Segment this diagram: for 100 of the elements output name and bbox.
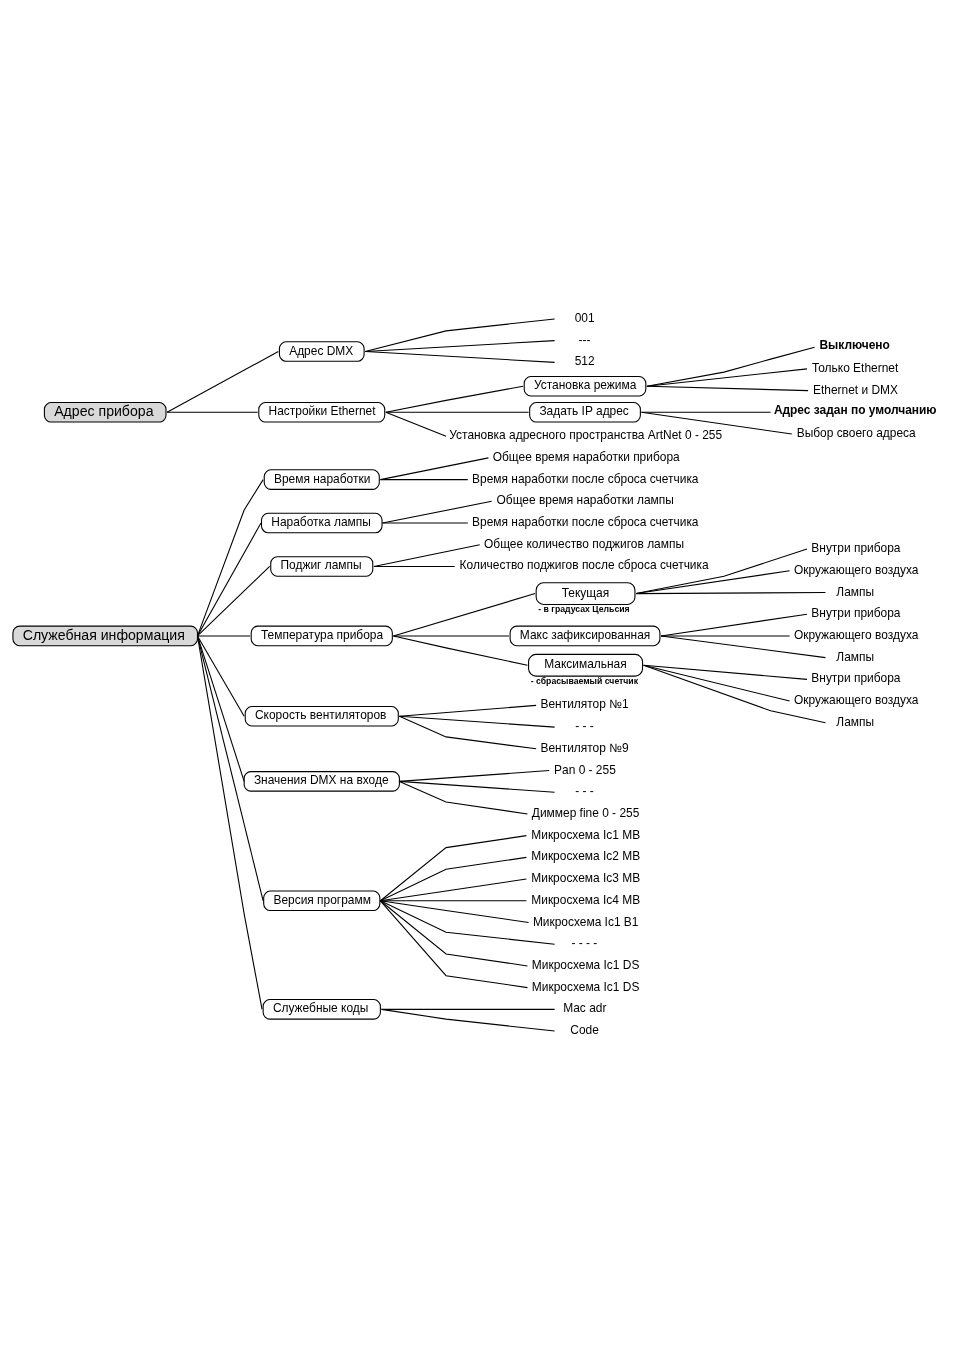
node-text: Pan 0 - 255 — [554, 762, 616, 777]
node-box: Задать IP адрес — [529, 402, 641, 423]
node-box: Версия программ — [263, 890, 381, 912]
connector — [398, 704, 537, 717]
connector — [364, 318, 556, 353]
connector — [646, 385, 809, 392]
node-text: Выключено — [819, 338, 890, 353]
node-text: Время наработки после сброса счетчика — [472, 515, 699, 530]
connector — [385, 411, 530, 413]
node-text: Общее время наработки лампы — [496, 493, 674, 508]
node-text: Только Ethernet — [811, 360, 899, 375]
node-text: Лампы — [836, 649, 875, 664]
connector — [196, 635, 245, 782]
node-box: Температура прибора — [250, 625, 393, 647]
connector — [646, 346, 816, 387]
node-box: Настройки Ethernet — [258, 402, 386, 423]
connector — [166, 411, 259, 413]
node-box: Текущая — [535, 582, 636, 605]
connector — [635, 591, 826, 595]
node-text: Установка адресного пространства ArtNet 0 - 255 — [449, 428, 723, 443]
connector — [196, 635, 263, 1010]
connector — [379, 900, 556, 945]
node-text: Лампы — [836, 584, 875, 599]
node-box: Поджиг лампы — [270, 556, 374, 577]
node-text: Вентилятор №1 — [540, 697, 629, 712]
connector — [379, 900, 529, 967]
connector — [373, 565, 456, 567]
node-text: Окружающего воздуха — [793, 627, 919, 642]
connector — [398, 780, 529, 815]
node-text: Внутри прибора — [811, 541, 901, 556]
node-box: Адрес прибора — [43, 402, 167, 423]
connector — [385, 411, 447, 437]
connector — [385, 385, 524, 413]
connector — [398, 780, 556, 793]
connector — [382, 522, 469, 524]
connector — [635, 548, 808, 595]
connector — [373, 544, 481, 567]
connector — [646, 368, 808, 387]
node-box: Значения DMX на входе — [243, 771, 400, 792]
node-text: Окружающего воздуха — [793, 693, 919, 708]
connector — [643, 664, 791, 702]
connector — [196, 565, 271, 637]
node-text: Лампы — [836, 714, 875, 729]
node-text: 512 — [574, 354, 595, 369]
node-text: Микросхема Ic1 DS — [531, 957, 640, 972]
node-text: 001 — [574, 310, 595, 325]
node-text: Микросхема Ic1 DS — [531, 979, 640, 994]
node-text: Микросхема Ic1 B1 — [532, 914, 639, 929]
node-text: Адрес задан по умолчанию — [773, 403, 937, 418]
node-text: Микросхема Ic4 MB — [531, 892, 641, 907]
connector — [392, 593, 536, 637]
node-box: Скорость вентиляторов — [244, 705, 399, 727]
connector — [196, 635, 264, 902]
node-text: Окружающего воздуха — [793, 562, 919, 577]
node-text: - - - — [575, 719, 594, 734]
connector — [392, 635, 510, 637]
node-text: - - - — [575, 784, 594, 799]
node-text: Общее время наработки прибора — [492, 449, 680, 464]
connector — [196, 635, 245, 717]
node-text: - - - - — [571, 936, 598, 951]
node-text: Время наработки после сброса счетчика — [472, 471, 699, 486]
connector — [643, 664, 826, 724]
connector — [660, 635, 791, 637]
connector — [379, 900, 529, 989]
node-text: Микросхема Ic3 MB — [531, 871, 641, 886]
connector — [196, 522, 262, 637]
node-text: Mac adr — [563, 1001, 607, 1016]
node-text: Диммер fine 0 - 255 — [531, 805, 640, 820]
connector — [196, 479, 264, 637]
connector — [379, 457, 489, 481]
connector — [379, 835, 527, 902]
node-text: Внутри прибора — [811, 606, 901, 621]
node-box: Наработка лампы — [260, 512, 383, 534]
connector — [379, 856, 527, 902]
connector — [379, 479, 469, 481]
node-box: Служебные коды — [262, 999, 381, 1020]
connector — [364, 350, 556, 363]
connector — [640, 411, 793, 435]
connector — [660, 613, 808, 637]
node-box: Установка режима — [523, 375, 647, 397]
node-text: Общее количество поджигов лампы — [484, 536, 684, 551]
node-text: Ethernet и DMX — [812, 382, 898, 397]
node-box: Служебная информация — [12, 625, 198, 647]
node-text: Микросхема Ic2 MB — [531, 849, 641, 864]
node-label: - сбрасываемый счетчик — [530, 676, 639, 687]
node-text: Внутри прибора — [811, 671, 901, 686]
connector — [196, 635, 251, 637]
node-box: Максимальная — [528, 653, 644, 677]
node-text: --- — [578, 332, 591, 347]
node-box: Адрес DMX — [278, 341, 365, 362]
connector — [382, 500, 493, 524]
node-text: Микросхема Ic1 MB — [531, 827, 641, 842]
node-box: Время наработки — [263, 469, 380, 490]
node-text: Выбор своего адреса — [796, 426, 916, 441]
connector — [392, 635, 529, 666]
connector — [660, 635, 826, 659]
connector — [379, 900, 530, 924]
connector — [380, 1008, 556, 1032]
node-text: Code — [570, 1023, 599, 1038]
connector — [398, 715, 537, 750]
